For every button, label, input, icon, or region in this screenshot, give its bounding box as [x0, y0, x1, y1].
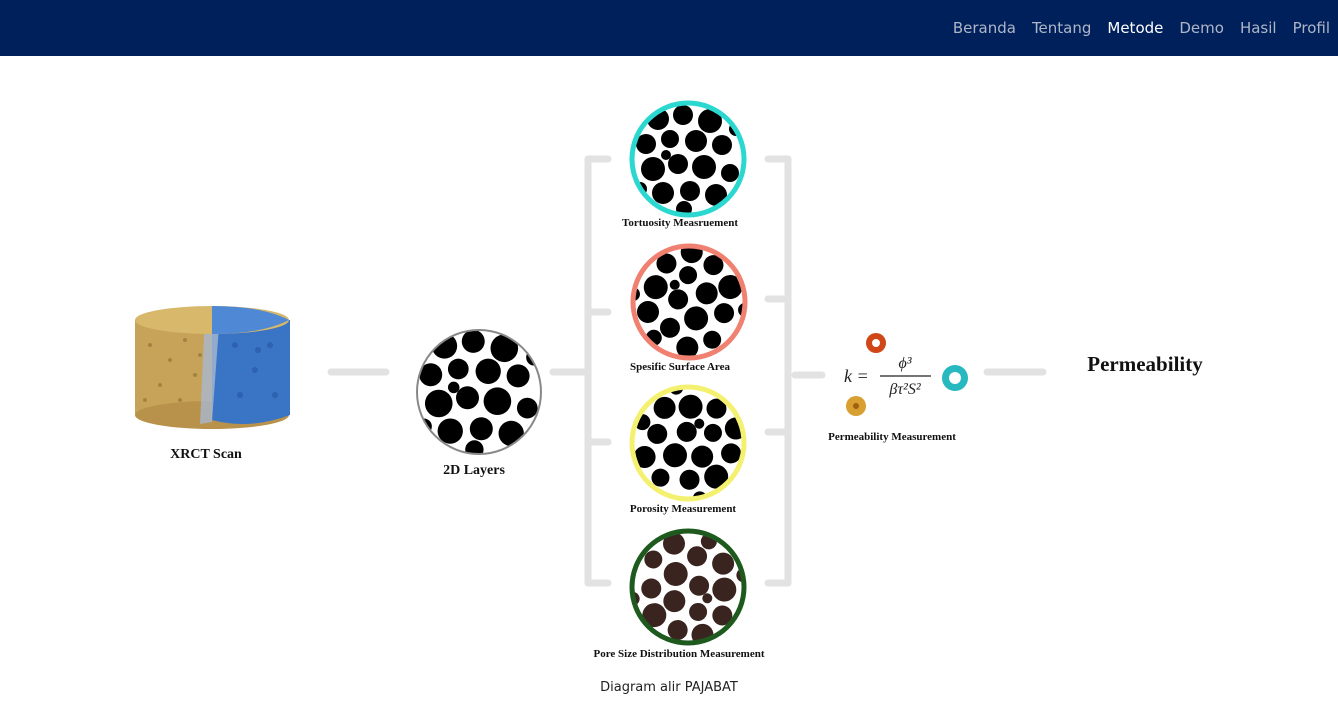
flow-diagram-image: XRCT Scan 2D Layers Tortuosity Measrueme…	[135, 100, 1203, 660]
nav-metode[interactable]: Metode	[1107, 19, 1164, 37]
tortuosity-label: Tortuosity Measruement	[622, 217, 738, 229]
layers-circle-image	[416, 329, 542, 455]
diagram-caption: Diagram alir PAJABAT	[600, 680, 738, 695]
permeability-result-label: Permeability	[1087, 352, 1203, 376]
connectors	[327, 155, 1047, 587]
nav-tentang[interactable]: Tentang	[1031, 19, 1092, 37]
formula-denominator: βτ²S²	[888, 381, 921, 398]
surface-area-circle-image	[630, 243, 748, 361]
surface-area-label: Spesific Surface Area	[630, 361, 731, 373]
nav-demo[interactable]: Demo	[1179, 19, 1224, 37]
permeability-formula: k = ϕ³ βτ²S²	[844, 333, 968, 416]
layers-label: 2D Layers	[443, 463, 505, 478]
pore-size-label: Pore Size Distribution Measurement	[594, 648, 765, 660]
pore-size-circle-image	[629, 528, 747, 646]
nav-hasil[interactable]: Hasil	[1239, 19, 1277, 37]
porosity-circle-image	[629, 384, 747, 502]
porosity-label: Porosity Measurement	[630, 503, 737, 515]
formula-numerator: ϕ³	[898, 355, 911, 372]
formula-lhs: k =	[844, 366, 869, 386]
xrct-cylinder-image	[135, 306, 290, 429]
xrct-label: XRCT Scan	[170, 447, 242, 462]
top-navbar: Beranda Tentang Metode Demo Hasil Profil	[0, 0, 1338, 56]
nav-beranda[interactable]: Beranda	[952, 19, 1016, 37]
nav-profil[interactable]: Profil	[1292, 19, 1330, 37]
tortuosity-circle-image	[629, 100, 747, 218]
permeability-measurement-label: Permeability Measurement	[828, 431, 956, 443]
nav-links: Beranda Tentang Metode Demo Hasil Profil	[937, 0, 1330, 56]
